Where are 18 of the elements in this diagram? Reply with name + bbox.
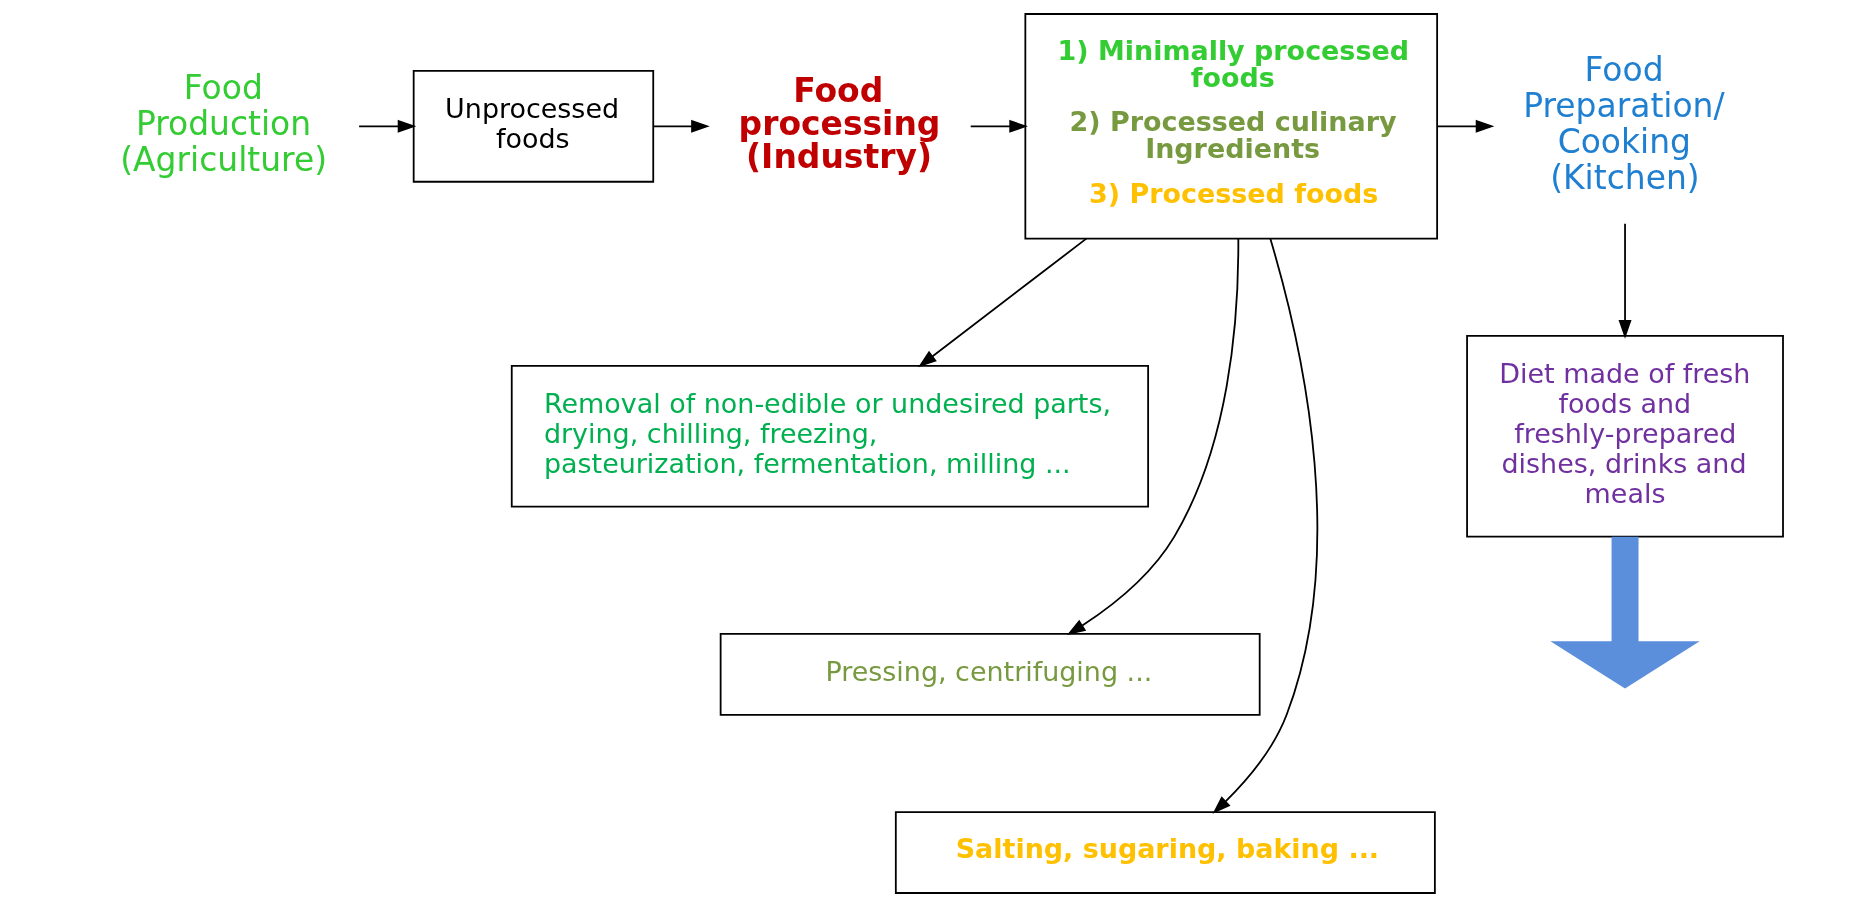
node-box: Salting, sugaring, baking ... (894, 811, 1436, 894)
arrow (917, 237, 1087, 368)
arrow (1066, 237, 1239, 636)
arrow (357, 119, 416, 133)
arrow (1435, 119, 1494, 133)
arrow (1212, 237, 1318, 814)
node-box: Diet made of fresh foods and freshly-prepared dishes, drinks and meals (1465, 335, 1784, 538)
node-text: Food processing (Industry) (738, 70, 940, 176)
node-box: 1) Minimally processed foods 2) Processed culinary Ingredients 3) Processed foods (1023, 13, 1438, 240)
arrow (969, 119, 1028, 133)
arrow (1618, 222, 1632, 339)
node-box: Unprocessed foods (412, 70, 654, 183)
arrow (1549, 536, 1700, 689)
node-box: Removal of non-edible or undesired parts, drying, chilling, freezing, pasteurization, fermentation, milling ... (510, 365, 1149, 508)
node-box: Pressing, centrifuging ... (719, 633, 1261, 716)
node-text: Food Production (Agriculture) (119, 67, 327, 179)
arrow (652, 119, 710, 133)
node-text: Food Preparation/ Cooking (Kitchen) (1522, 49, 1725, 197)
